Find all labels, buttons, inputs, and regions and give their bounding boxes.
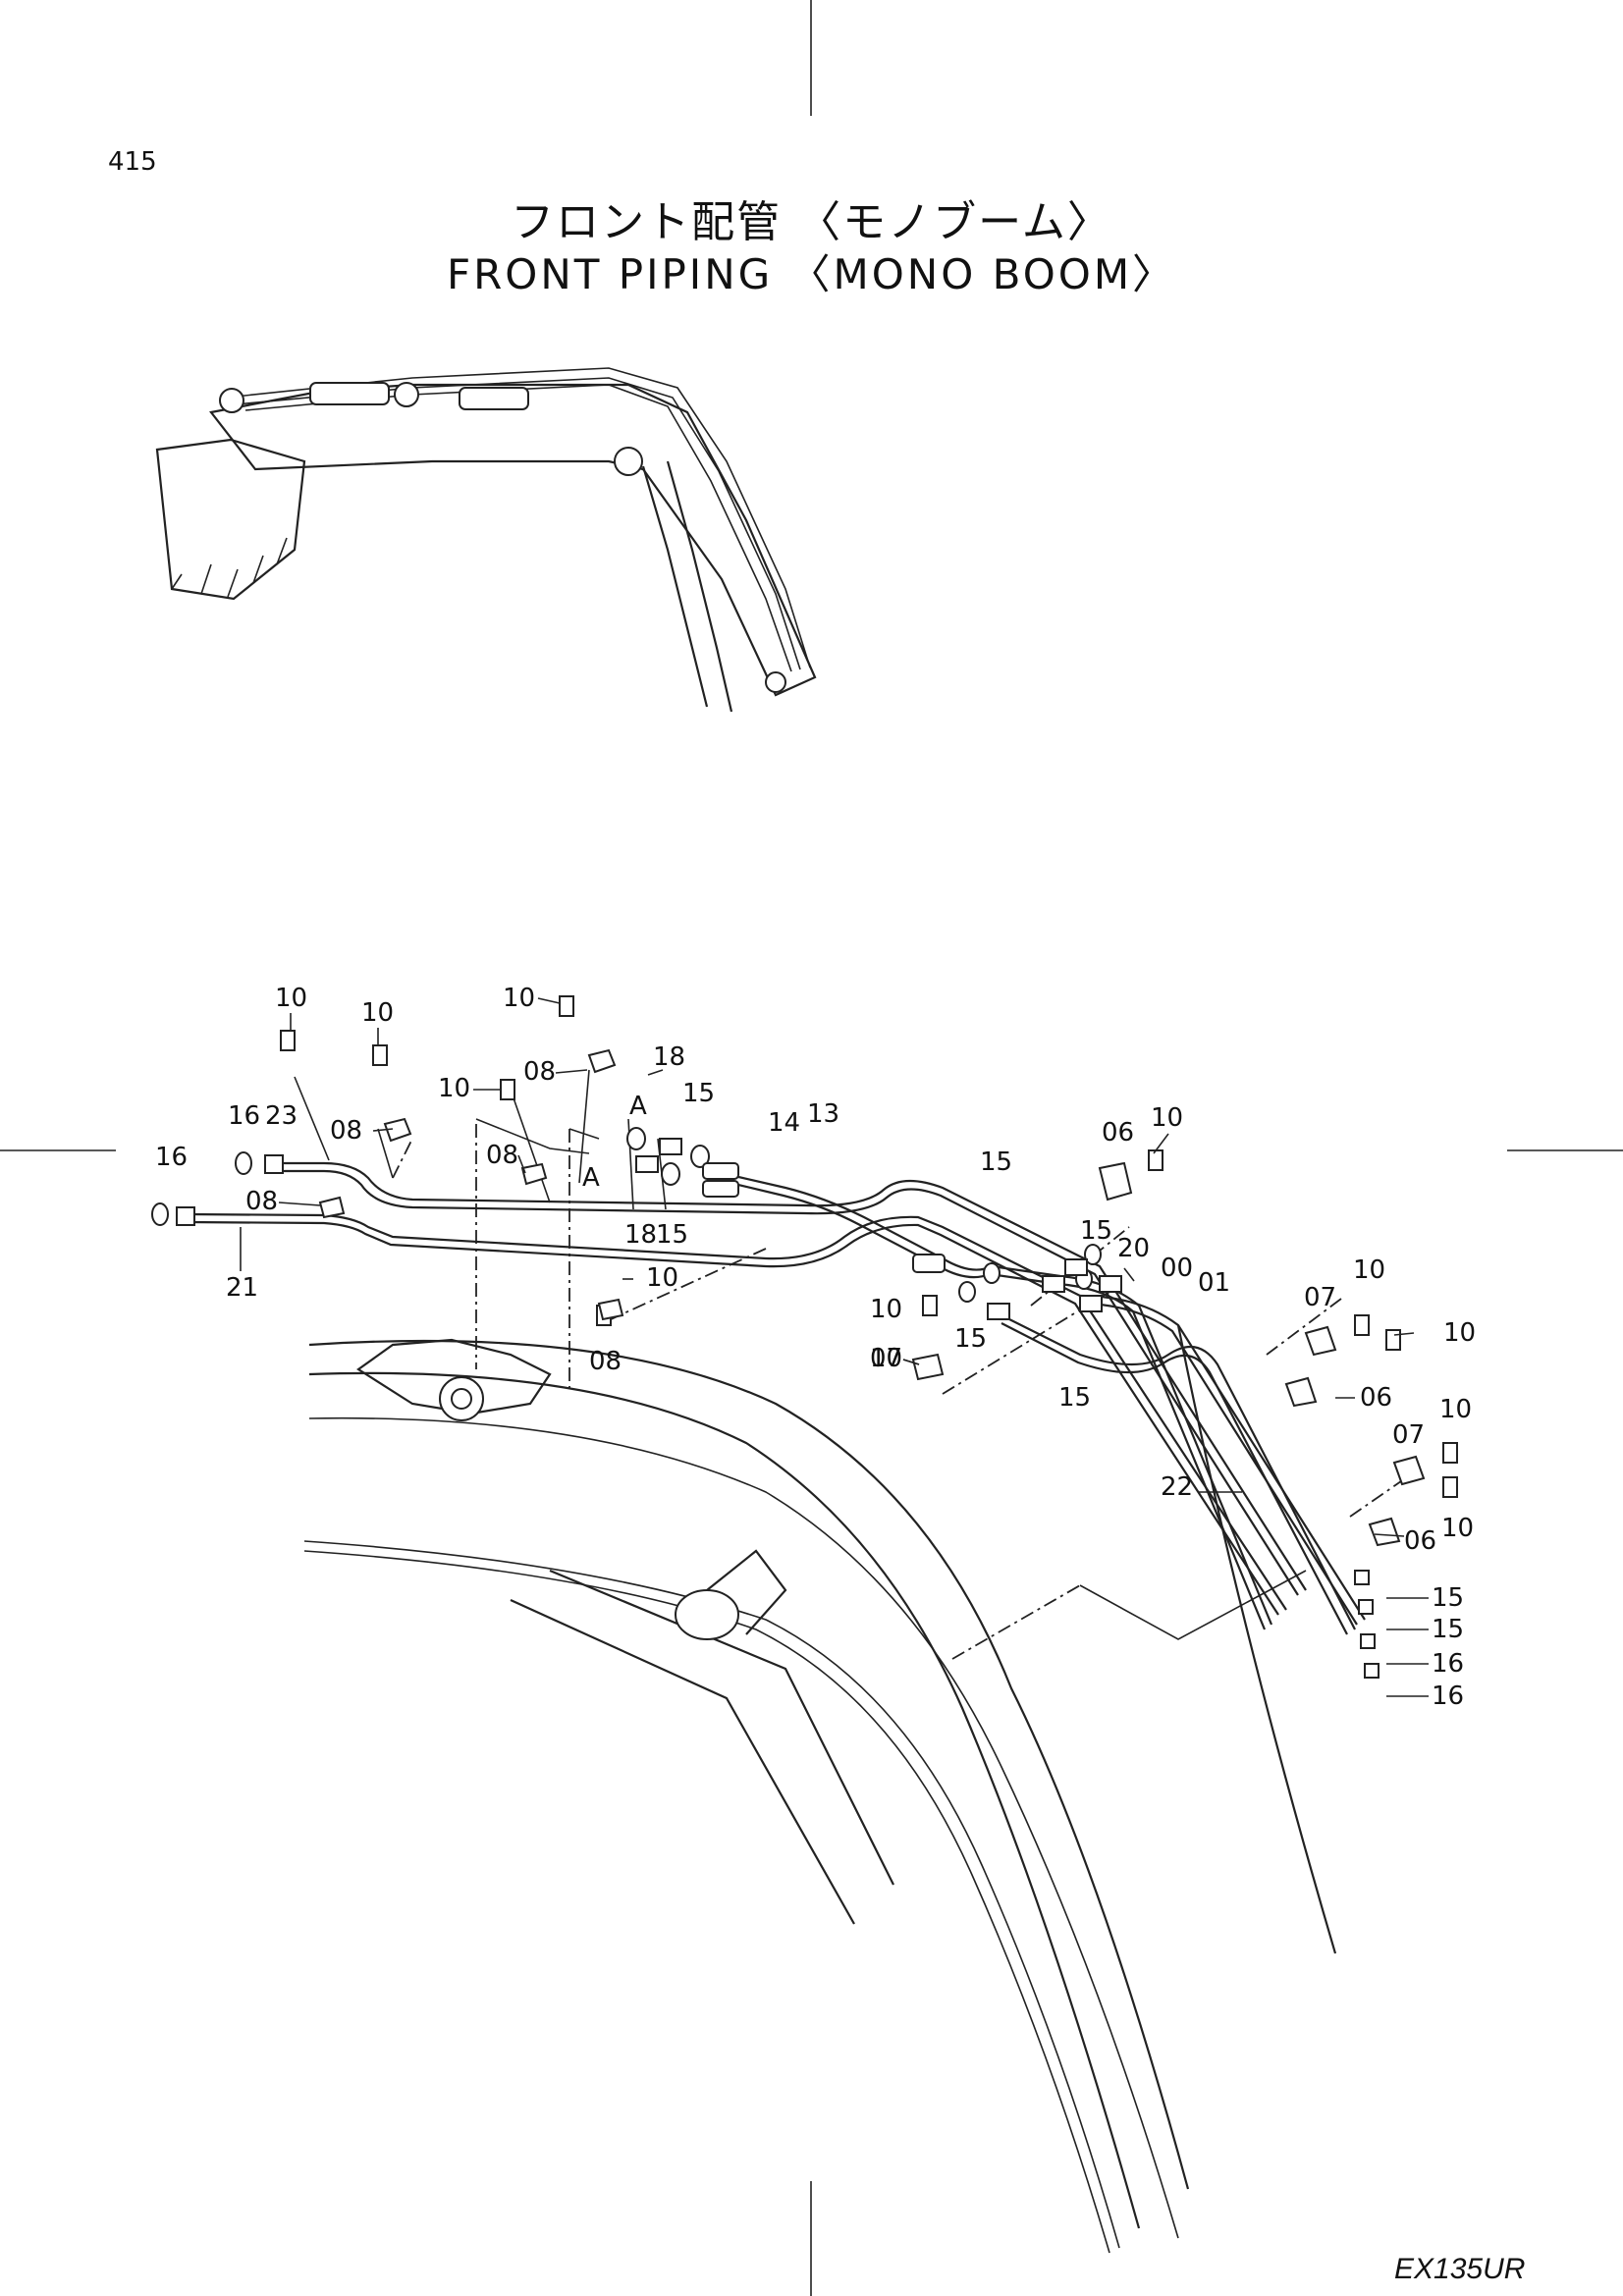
boom-body [303, 1324, 1337, 2254]
callout-label: 07 [1304, 1283, 1336, 1312]
callout-label: 10 [1151, 1103, 1183, 1133]
callout-label: A [629, 1092, 647, 1121]
callout-label: 07 [870, 1344, 902, 1373]
title-japanese: フロント配管 〈モノブーム〉 [511, 197, 1112, 247]
callout-label: 15 [954, 1324, 987, 1354]
callout-label: 15 [656, 1220, 688, 1250]
callout-label: 08 [589, 1347, 622, 1376]
page-number: 415 [108, 147, 157, 177]
callout-label: 16 [1432, 1649, 1464, 1679]
callout-label: 10 [1441, 1514, 1474, 1543]
title-english: FRONT PIPING 〈MONO BOOM〉 [446, 250, 1177, 298]
callout-leaders [240, 997, 1429, 1697]
callout-label: 18 [624, 1220, 657, 1250]
callout-label: 15 [1080, 1216, 1112, 1246]
callout-label: 21 [226, 1273, 258, 1303]
callout-label: 10 [1353, 1255, 1385, 1285]
model-code: EX135UR [1394, 2253, 1526, 2285]
callout-label: 10 [646, 1263, 678, 1293]
callout-label: 16 [155, 1143, 188, 1172]
callout-label: 06 [1404, 1526, 1436, 1556]
callout-label: 08 [486, 1141, 518, 1170]
callout-label: 08 [330, 1116, 362, 1146]
callout-label: 10 [1439, 1395, 1472, 1424]
callout-label: 15 [1432, 1583, 1464, 1613]
callout-label: 01 [1198, 1268, 1230, 1298]
callout-label: 18 [653, 1042, 685, 1072]
callout-label: 07 [1392, 1420, 1425, 1450]
callout-label: 10 [275, 984, 307, 1013]
callout-label: 13 [807, 1099, 839, 1129]
callout-label: 15 [1058, 1383, 1091, 1413]
callout-label: 10 [361, 998, 394, 1028]
callout-label: 15 [980, 1148, 1012, 1177]
callout-label: 00 [1161, 1254, 1193, 1283]
callout-label: 06 [1102, 1118, 1134, 1148]
pipe-lines [186, 1161, 1366, 1635]
callout-label: 10 [503, 984, 535, 1013]
callout-label: 08 [523, 1057, 556, 1087]
small-parts [151, 995, 1458, 1679]
callout-label: 16 [228, 1101, 260, 1131]
callout-label: 15 [682, 1079, 715, 1108]
callout-label: 23 [265, 1101, 298, 1131]
front-attachment-overview [155, 367, 817, 713]
callout-label: 06 [1360, 1383, 1392, 1413]
callout-labels: 10 10 10 08 18 10 A 15 14 13 16 23 08 08… [155, 984, 1476, 1711]
callout-label: 10 [870, 1344, 902, 1373]
callout-label: 08 [245, 1187, 278, 1216]
callout-label: 15 [1432, 1615, 1464, 1644]
callout-label: 20 [1117, 1234, 1150, 1263]
callout-label: 10 [870, 1295, 902, 1324]
callout-label: 14 [768, 1108, 800, 1138]
callout-label: 10 [1443, 1318, 1476, 1348]
callout-label: 10 [438, 1074, 470, 1103]
callout-label: 22 [1161, 1472, 1193, 1502]
callout-label: 16 [1432, 1682, 1464, 1711]
leader-lines [294, 1069, 1415, 1660]
callout-label: A [582, 1163, 600, 1193]
